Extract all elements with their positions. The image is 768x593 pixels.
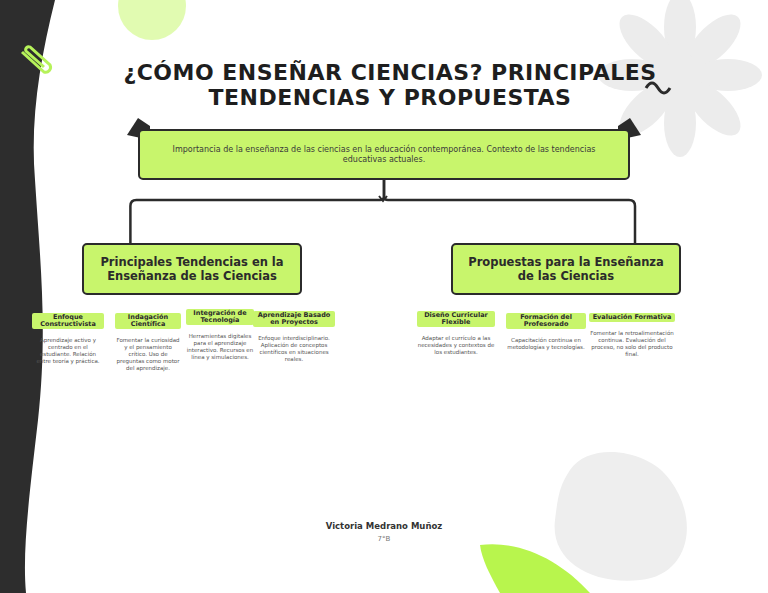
band-body: Herramientas digitales para el aprendiza… — [186, 333, 254, 361]
band-heading: Aprendizaje Basado en Proyectos — [253, 311, 335, 327]
band-heading: Integración de Tecnología — [186, 309, 254, 325]
band-body: Adaptar el currículo a las necesidades y… — [417, 335, 495, 356]
topic-band: Integración de TecnologíaHerramientas di… — [186, 309, 254, 361]
main-title: ¿CÓMO ENSEÑAR CIENCIAS? PRINCIPALES TEND… — [110, 60, 670, 110]
intro-box: Importancia de la enseñanza de las cienc… — [138, 129, 630, 180]
band-heading: Diseño Curricular Flexible — [417, 311, 495, 327]
band-heading: Evaluación Formativa — [589, 313, 675, 322]
band-body: Capacitación continua en metodologías y … — [506, 337, 586, 351]
paperclip — [22, 47, 51, 73]
connector — [130, 180, 384, 243]
band-body: Fomentar la retroalimentación continua. … — [589, 330, 675, 358]
band-body: Aprendizaje activo y centrado en el estu… — [32, 337, 104, 365]
topic-band: Formación del ProfesoradoCapacitación co… — [506, 313, 586, 351]
section-title: Principales Tendencias en la Enseñanza d… — [94, 255, 290, 283]
green-brush — [480, 544, 590, 593]
side-wave — [0, 0, 55, 593]
section-box: Propuestas para la Enseñanza de las Cien… — [451, 243, 681, 295]
band-heading: Enfoque Constructivista — [32, 313, 104, 329]
band-body: Fomentar la curiosidad y el pensamiento … — [115, 337, 181, 372]
band-heading: Indagación Científica — [115, 313, 181, 329]
box-text-group: Importancia de la enseñanza de las cienc… — [150, 145, 618, 165]
box-text-group: Propuestas para la Enseñanza de las Cien… — [463, 255, 669, 283]
topic-band: Diseño Curricular FlexibleAdaptar el cur… — [417, 311, 495, 356]
band-body: Enfoque interdisciplinario. Aplicación d… — [253, 335, 335, 363]
section-title: Propuestas para la Enseñanza de las Cien… — [463, 255, 669, 283]
green-circle — [118, 0, 186, 40]
connector — [384, 180, 635, 243]
topic-band: Evaluación FormativaFomentar la retroali… — [589, 313, 675, 358]
topic-band: Aprendizaje Basado en ProyectosEnfoque i… — [253, 311, 335, 363]
grey-blob — [555, 452, 687, 581]
author-name: Victoria Medrano Muñoz — [234, 521, 534, 531]
band-heading: Formación del Profesorado — [506, 313, 586, 329]
class-label: 7°B — [234, 535, 534, 543]
intro-text: Importancia de la enseñanza de las cienc… — [150, 145, 618, 165]
section-box: Principales Tendencias en la Enseñanza d… — [82, 243, 302, 295]
box-text-group: Principales Tendencias en la Enseñanza d… — [94, 255, 290, 283]
topic-band: Enfoque ConstructivistaAprendizaje activ… — [32, 313, 104, 365]
topic-band: Indagación CientíficaFomentar la curiosi… — [115, 313, 181, 372]
